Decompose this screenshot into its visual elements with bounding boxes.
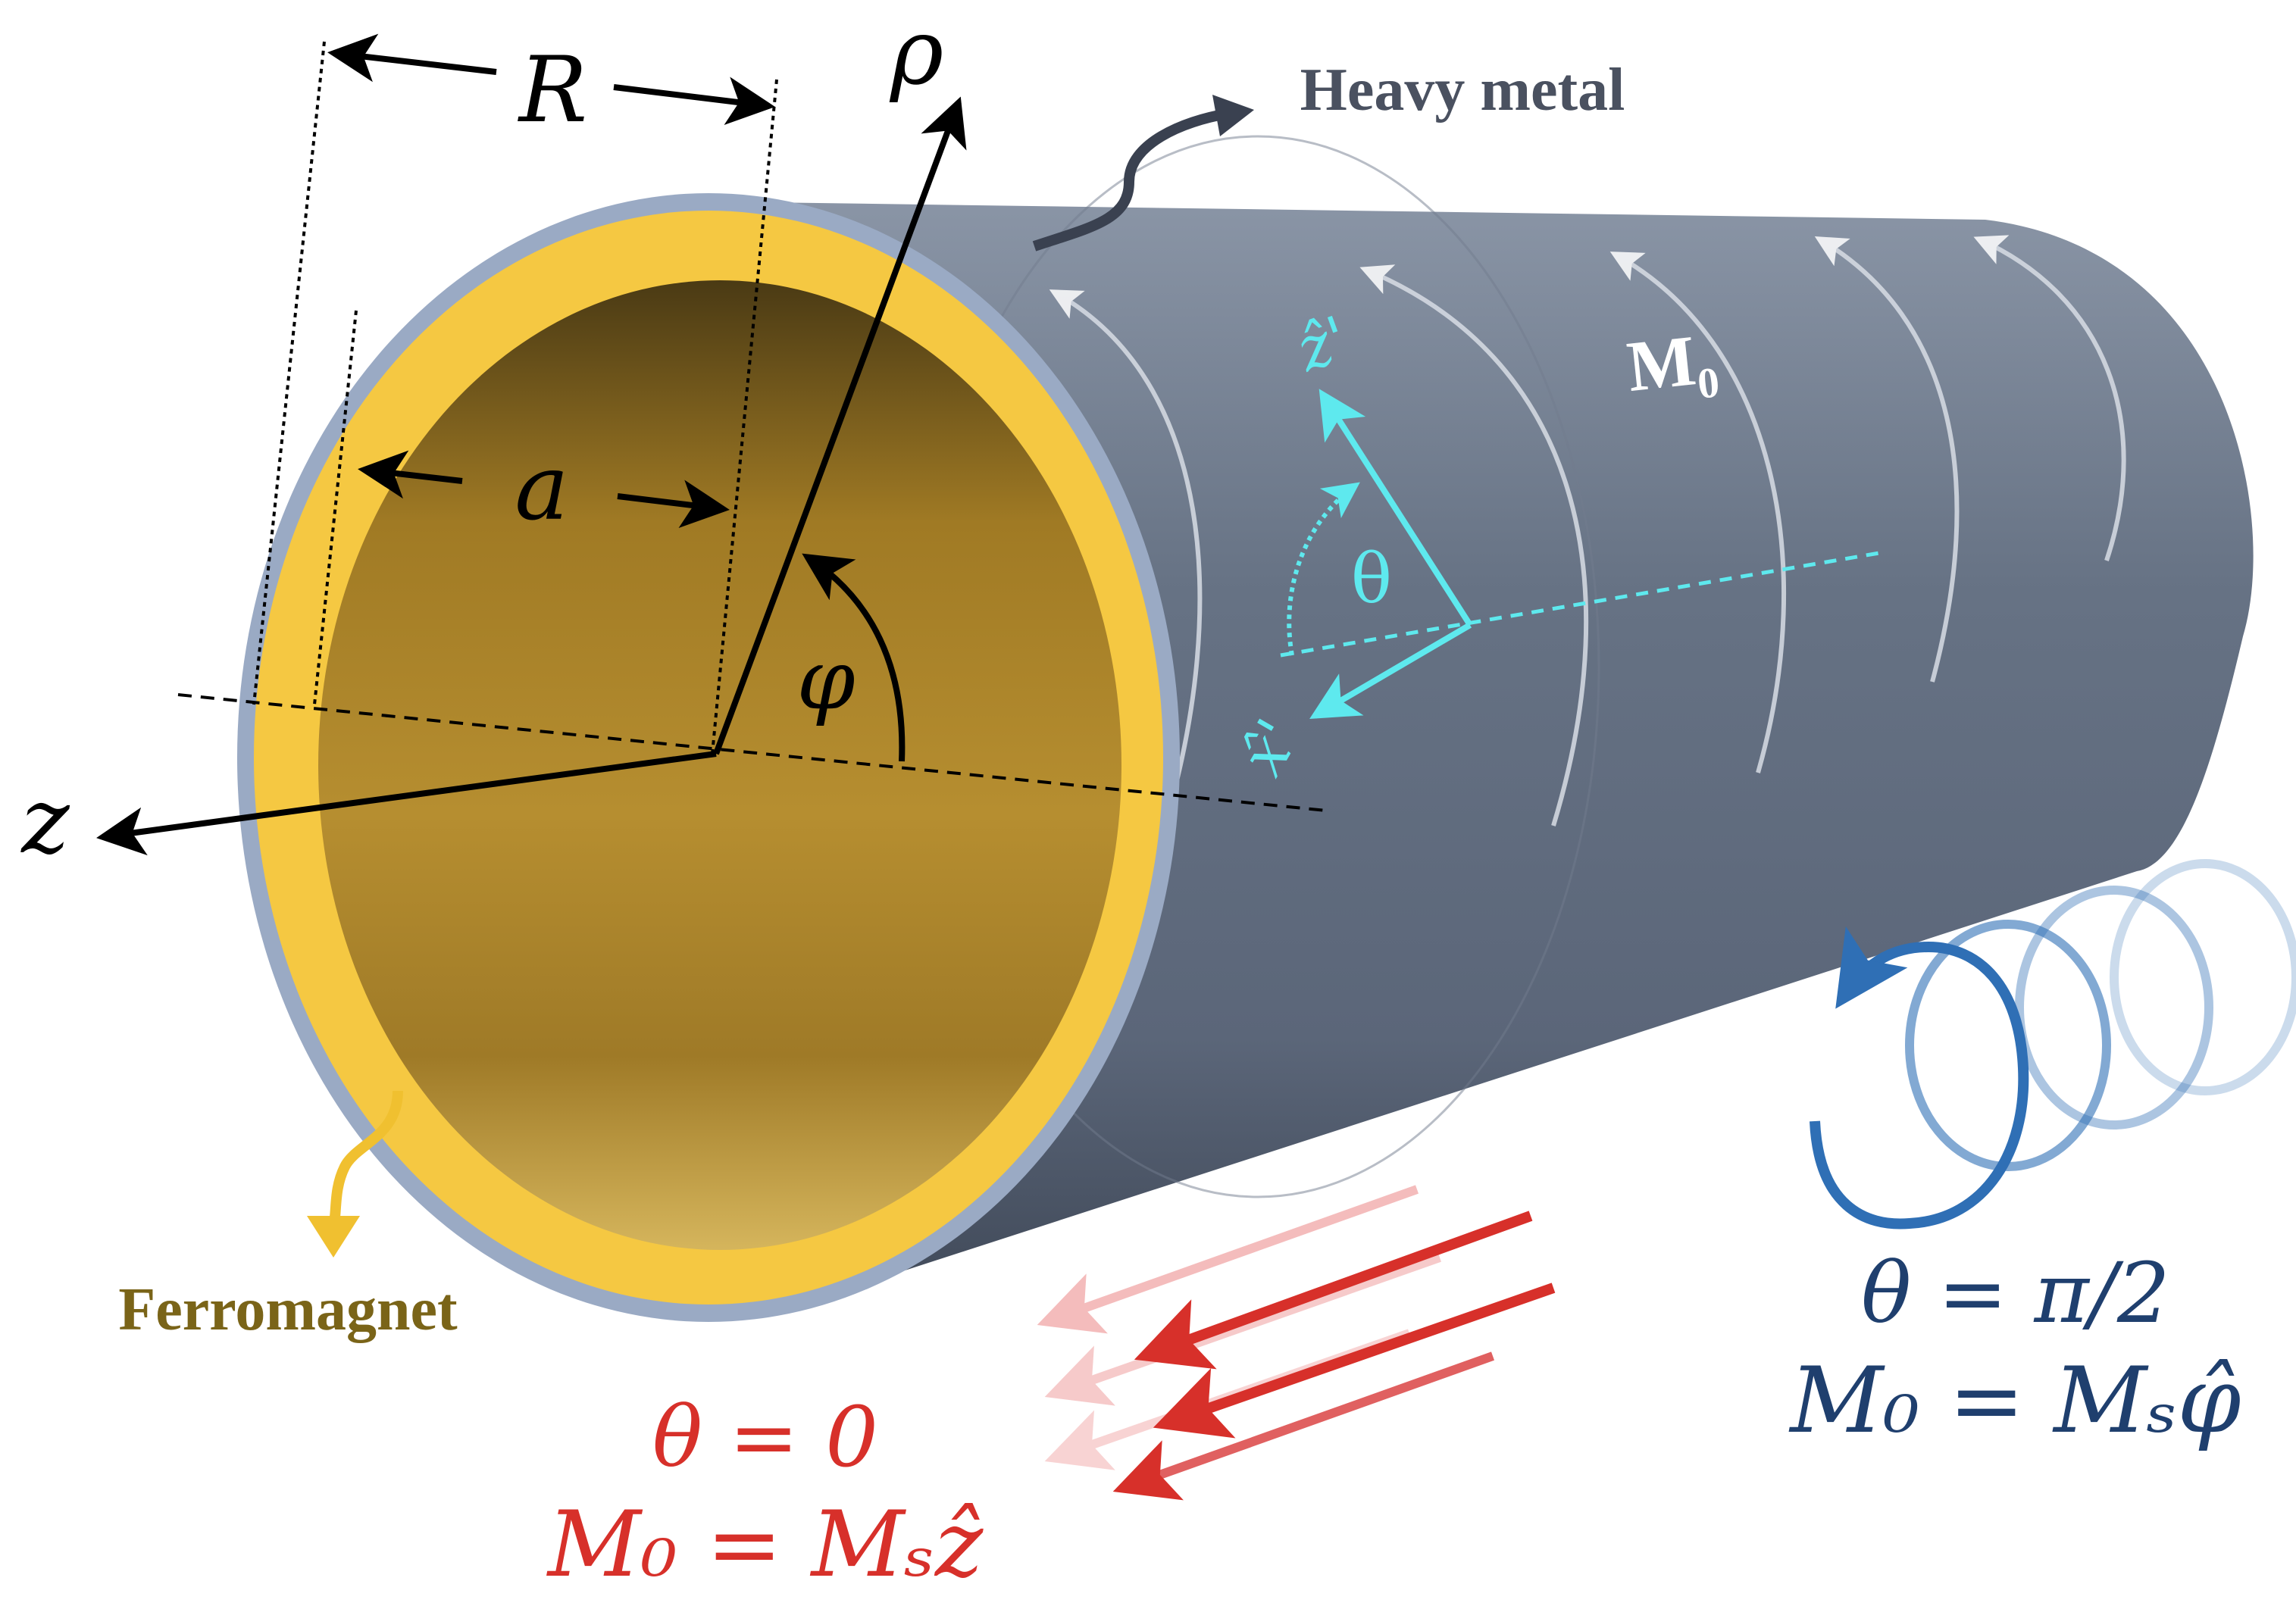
horizontal-axis-dashed <box>177 693 1327 812</box>
axial-arrow-faint-2 <box>1044 1253 1441 1406</box>
case-azimuthal-magnetization: M₀ = Mₛφ̂ <box>1788 1348 2241 1454</box>
heavy-metal-pointer <box>1032 108 1229 252</box>
m0-arc-2 <box>1359 264 1589 826</box>
z-axis <box>96 751 717 856</box>
heavy-metal-label: Heavy metal <box>1300 57 1625 123</box>
m0-arc-1 <box>1049 289 1203 819</box>
magnetization-arcs <box>1049 235 2126 826</box>
m0-arc-3 <box>1609 252 1787 773</box>
z-label: z <box>20 769 70 874</box>
azimuthal-magnetization-arrows <box>1810 859 2296 1229</box>
phi-arc <box>802 553 906 762</box>
azimuthal-circle-2 <box>1905 920 2111 1171</box>
axial-arrow-1 <box>1134 1211 1533 1370</box>
x-prime-axis <box>1309 622 1472 720</box>
azimuthal-circle-1 <box>1810 926 2029 1229</box>
theta-label: θ <box>1351 539 1392 619</box>
case-axial-magnetization: M₀ = Mₛẑ <box>546 1492 984 1598</box>
a-label: a <box>515 436 569 541</box>
axial-arrow-faint-1 <box>1037 1185 1419 1334</box>
theta-arc <box>1287 482 1360 656</box>
m0-arc-4 <box>1814 236 1960 683</box>
ferromagnet-pointer-head <box>307 1216 360 1258</box>
m0-arc-5 <box>1973 235 2126 561</box>
rho-axis <box>713 96 967 755</box>
axial-magnetization-arrows <box>1037 1185 1556 1501</box>
azimuthal-circle-4 <box>2110 859 2296 1095</box>
ferromagnet-pointer <box>328 1090 403 1229</box>
heavy-metal-pointer-head <box>1212 95 1254 136</box>
r-label: R <box>518 38 587 143</box>
r-dimension <box>327 33 775 125</box>
m0-tube-label: M₀ <box>1623 317 1721 407</box>
local-axis-dashed <box>1280 551 1880 658</box>
rho-label: ρ <box>889 0 944 105</box>
ferromagnet-label: Ferromagnet <box>118 1276 458 1343</box>
tube-interior <box>318 280 1121 1250</box>
axial-arrow-2 <box>1153 1283 1556 1439</box>
azimuthal-circle-3 <box>2015 886 2213 1130</box>
phi-label: φ <box>796 631 855 728</box>
case-azimuthal-theta: θ = π/2 <box>1861 1245 2170 1342</box>
dimension-guides <box>252 41 778 755</box>
axial-arrow-3 <box>1112 1351 1495 1501</box>
case-axial-theta: θ = 0 <box>652 1389 878 1486</box>
z-prime-axis <box>1318 389 1473 627</box>
a-dimension <box>358 450 730 529</box>
